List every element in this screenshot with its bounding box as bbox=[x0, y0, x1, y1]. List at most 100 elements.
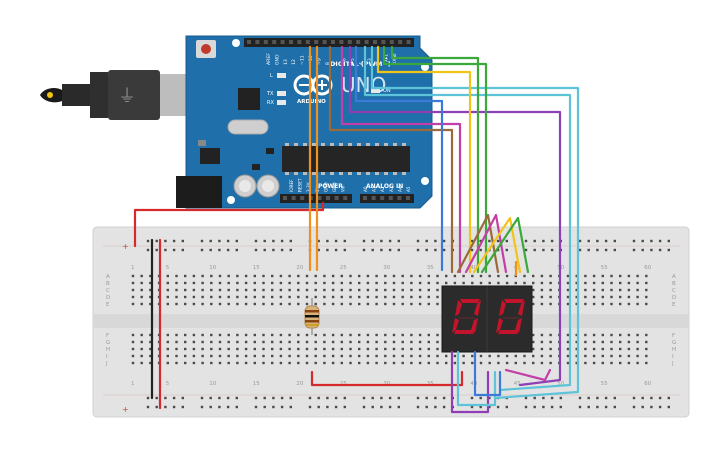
breadboard-hole[interactable] bbox=[392, 302, 396, 306]
rail-hole[interactable] bbox=[343, 396, 346, 400]
breadboard-hole[interactable] bbox=[384, 295, 387, 299]
breadboard-hole[interactable] bbox=[366, 288, 370, 292]
rail-hole[interactable] bbox=[343, 248, 346, 252]
breadboard-hole[interactable] bbox=[636, 347, 639, 351]
header-pin[interactable] bbox=[371, 196, 376, 200]
rail-hole[interactable] bbox=[397, 396, 400, 400]
rail-hole[interactable] bbox=[533, 239, 536, 243]
breadboard-hole[interactable] bbox=[166, 333, 169, 337]
breadboard-hole[interactable] bbox=[523, 281, 526, 285]
breadboard-hole[interactable] bbox=[227, 295, 230, 299]
breadboard-hole[interactable] bbox=[532, 347, 535, 351]
breadboard-hole[interactable] bbox=[305, 302, 309, 306]
rail-hole[interactable] bbox=[434, 396, 437, 400]
rail-hole[interactable] bbox=[613, 405, 616, 409]
rail-hole[interactable] bbox=[496, 239, 500, 243]
breadboard-hole[interactable] bbox=[297, 274, 300, 278]
rail-hole[interactable] bbox=[172, 405, 176, 409]
breadboard-hole[interactable] bbox=[149, 302, 152, 306]
breadboard-hole[interactable] bbox=[262, 347, 265, 351]
breadboard-hole[interactable] bbox=[505, 274, 509, 278]
header-pin[interactable] bbox=[317, 196, 322, 200]
breadboard-hole[interactable] bbox=[471, 281, 474, 285]
breadboard-hole[interactable] bbox=[401, 302, 404, 306]
breadboard-hole[interactable] bbox=[366, 340, 370, 344]
breadboard-hole[interactable] bbox=[566, 333, 570, 337]
rail-hole[interactable] bbox=[181, 405, 184, 409]
breadboard-hole[interactable] bbox=[175, 274, 178, 278]
breadboard-hole[interactable] bbox=[627, 347, 631, 351]
rail-hole[interactable] bbox=[416, 239, 420, 243]
breadboard-hole[interactable] bbox=[279, 340, 283, 344]
breadboard-hole[interactable] bbox=[384, 361, 387, 365]
rail-hole[interactable] bbox=[524, 239, 528, 243]
rail-hole[interactable] bbox=[524, 248, 528, 252]
breadboard-hole[interactable] bbox=[532, 361, 535, 365]
breadboard-hole[interactable] bbox=[584, 361, 587, 365]
breadboard-hole[interactable] bbox=[192, 340, 196, 344]
breadboard-hole[interactable] bbox=[192, 333, 196, 337]
breadboard-hole[interactable] bbox=[340, 281, 343, 285]
rail-hole[interactable] bbox=[226, 239, 230, 243]
breadboard-hole[interactable] bbox=[592, 281, 596, 285]
rail-hole[interactable] bbox=[200, 239, 204, 243]
breadboard-hole[interactable] bbox=[297, 288, 300, 292]
breadboard-hole[interactable] bbox=[140, 288, 143, 292]
rail-hole[interactable] bbox=[289, 239, 292, 243]
breadboard-hole[interactable] bbox=[366, 281, 370, 285]
rail-hole[interactable] bbox=[632, 239, 636, 243]
breadboard-hole[interactable] bbox=[645, 281, 648, 285]
rail-hole[interactable] bbox=[146, 239, 150, 243]
rail-hole[interactable] bbox=[254, 396, 258, 400]
rail-hole[interactable] bbox=[371, 239, 374, 243]
breadboard-hole[interactable] bbox=[575, 347, 578, 351]
breadboard-hole[interactable] bbox=[392, 295, 396, 299]
breadboard-hole[interactable] bbox=[584, 281, 587, 285]
breadboard-hole[interactable] bbox=[592, 361, 596, 365]
rail-hole[interactable] bbox=[524, 405, 528, 409]
rail-hole[interactable] bbox=[334, 248, 338, 252]
rail-hole[interactable] bbox=[226, 248, 230, 252]
breadboard-hole[interactable] bbox=[331, 302, 335, 306]
breadboard-hole[interactable] bbox=[601, 333, 604, 337]
rail-hole[interactable] bbox=[334, 405, 338, 409]
rail-hole[interactable] bbox=[425, 396, 428, 400]
breadboard-hole[interactable] bbox=[619, 288, 622, 292]
breadboard-hole[interactable] bbox=[271, 340, 274, 344]
rail-hole[interactable] bbox=[226, 396, 230, 400]
breadboard-hole[interactable] bbox=[645, 288, 648, 292]
breadboard-hole[interactable] bbox=[149, 295, 152, 299]
rail-hole[interactable] bbox=[470, 239, 474, 243]
rail-hole[interactable] bbox=[343, 405, 346, 409]
wires[interactable] bbox=[133, 45, 580, 414]
breadboard-hole[interactable] bbox=[619, 281, 622, 285]
rail-hole[interactable] bbox=[209, 239, 212, 243]
breadboard-hole[interactable] bbox=[149, 347, 152, 351]
breadboard-hole[interactable] bbox=[636, 302, 639, 306]
rail-hole[interactable] bbox=[434, 248, 437, 252]
breadboard-hole[interactable] bbox=[253, 274, 256, 278]
breadboard-hole[interactable] bbox=[175, 347, 178, 351]
breadboard-hole[interactable] bbox=[227, 347, 230, 351]
dc-power-jack[interactable] bbox=[176, 176, 222, 208]
rail-hole[interactable] bbox=[578, 396, 582, 400]
breadboard-hole[interactable] bbox=[140, 361, 143, 365]
breadboard-hole[interactable] bbox=[184, 281, 187, 285]
breadboard-hole[interactable] bbox=[288, 361, 291, 365]
rail-hole[interactable] bbox=[613, 239, 616, 243]
breadboard-hole[interactable] bbox=[218, 347, 222, 351]
wire-cyan-2[interactable] bbox=[370, 45, 580, 400]
breadboard-hole[interactable] bbox=[601, 354, 604, 358]
breadboard-hole[interactable] bbox=[610, 361, 613, 365]
rail-hole[interactable] bbox=[272, 239, 275, 243]
breadboard-hole[interactable] bbox=[262, 295, 265, 299]
breadboard-hole[interactable] bbox=[201, 295, 204, 299]
breadboard-hole[interactable] bbox=[288, 288, 291, 292]
breadboard-hole[interactable] bbox=[401, 354, 404, 358]
breadboard-hole[interactable] bbox=[253, 361, 256, 365]
breadboard-hole[interactable] bbox=[192, 354, 196, 358]
breadboard-hole[interactable] bbox=[514, 281, 517, 285]
breadboard-hole[interactable] bbox=[358, 302, 361, 306]
breadboard-hole[interactable] bbox=[279, 274, 283, 278]
breadboard-hole[interactable] bbox=[601, 302, 604, 306]
